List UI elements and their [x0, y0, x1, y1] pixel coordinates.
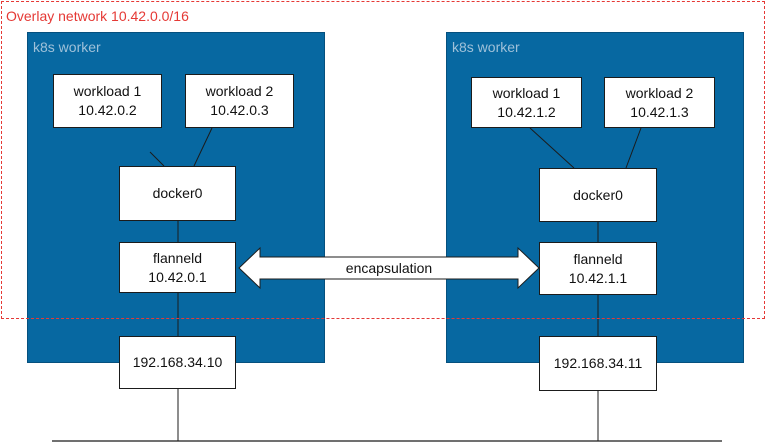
flanneld-box: flanneld 10.42.1.1 — [539, 242, 657, 295]
workload-1-box: workload 1 10.42.0.2 — [53, 74, 162, 128]
flanneld-label: flanneld — [152, 249, 203, 266]
overlay-network-title: Overlay network 10.42.0.0/16 — [6, 8, 189, 24]
link-workload2-docker0-w2 — [625, 127, 642, 169]
encapsulation-label: encapsulation — [345, 260, 433, 276]
flanneld-ip: 10.42.1.1 — [568, 269, 628, 286]
host-nic-box: 192.168.34.11 — [539, 336, 657, 391]
bridge-label: docker0 — [152, 185, 203, 201]
docker0-bridge-box: docker0 — [119, 166, 236, 221]
workload-ip: 10.42.0.2 — [78, 102, 137, 118]
link-workload1-docker0-w2 — [529, 127, 575, 169]
workload-name: workload 2 — [625, 84, 694, 101]
flanneld-label: flanneld — [573, 250, 623, 267]
host-ip: 192.168.34.10 — [132, 354, 223, 370]
flanneld-ip: 10.42.0.1 — [148, 268, 207, 285]
workload-2-box: workload 2 10.42.1.3 — [604, 77, 715, 128]
flanneld-box: flanneld 10.42.0.1 — [119, 242, 236, 293]
link-workload1-docker0-w1 — [149, 151, 165, 167]
host-ip: 192.168.34.11 — [553, 355, 643, 371]
worker-1-label: k8s worker — [33, 39, 101, 55]
workload-name: workload 1 — [492, 84, 561, 101]
workload-ip: 10.42.1.3 — [630, 103, 689, 120]
workload-1-box: workload 1 10.42.1.2 — [471, 77, 582, 128]
workload-ip: 10.42.1.2 — [497, 103, 556, 120]
workload-ip: 10.42.0.3 — [210, 102, 269, 118]
host-nic-box: 192.168.34.10 — [119, 336, 236, 389]
workload-name: workload 1 — [73, 83, 142, 99]
workload-2-box: workload 2 10.42.0.3 — [185, 74, 294, 128]
workload-name: workload 2 — [205, 83, 274, 99]
worker-2-label: k8s worker — [452, 39, 520, 55]
overlay-network-region — [1, 1, 765, 319]
docker0-bridge-box: docker0 — [539, 168, 657, 222]
bridge-label: docker0 — [573, 186, 623, 203]
link-workload2-docker0-w1 — [193, 127, 213, 167]
